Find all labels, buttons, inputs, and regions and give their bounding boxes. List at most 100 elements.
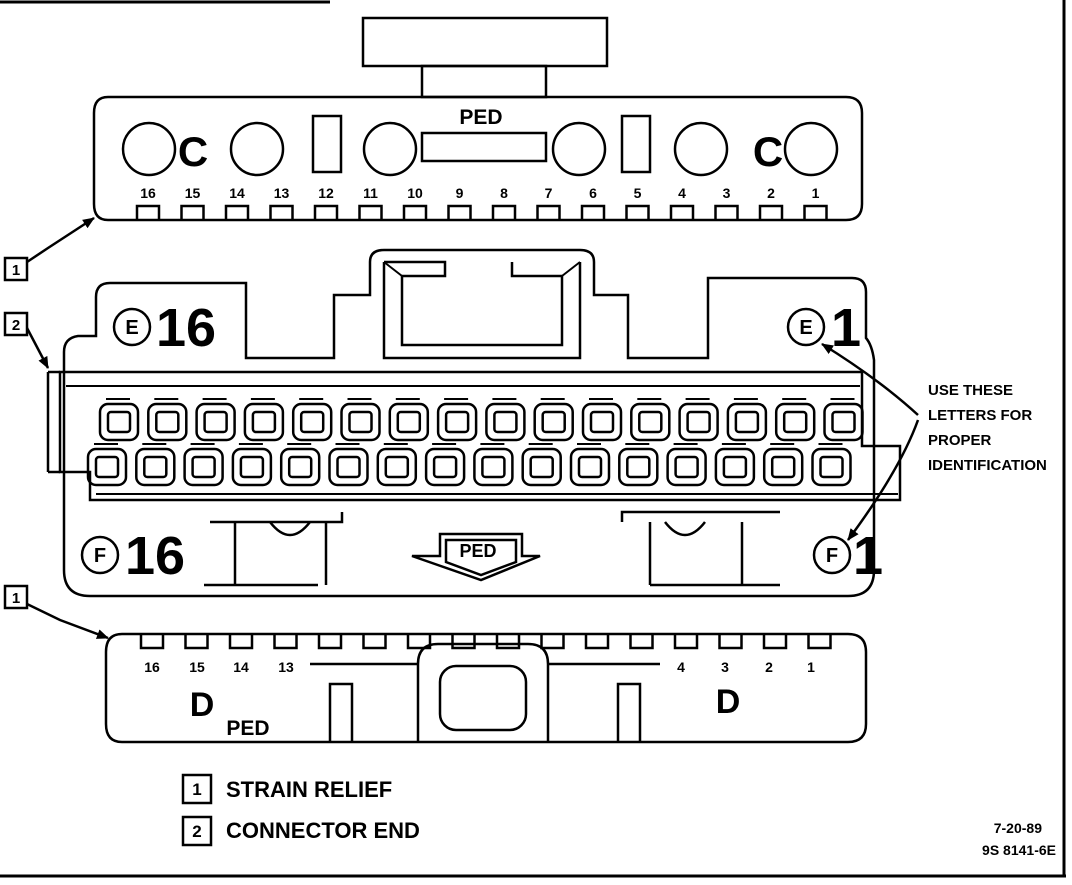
top-c-right-label: C [753, 128, 783, 175]
bottom-pin-number: 2 [765, 659, 773, 675]
cavity-row-f-cavity [762, 443, 804, 487]
bottom-tooth [273, 634, 298, 650]
cavity-row-e-cavity [533, 398, 574, 442]
cavity-row-e-cavity [823, 398, 864, 442]
identification-note: USE THESE LETTERS FOR PROPER IDENTIFICAT… [821, 342, 1047, 541]
top-strain-relief-body [92, 95, 864, 222]
top-tooth [269, 204, 294, 220]
cavity-row-f-cavity [473, 443, 514, 487]
legend-item-strain-relief: 1 STRAIN RELIEF [181, 773, 392, 805]
top-hole-1 [121, 121, 177, 177]
top-tooth [358, 204, 383, 220]
cavity-row-f-cavity [811, 443, 852, 487]
top-tooth [580, 204, 606, 220]
f-right-letter: F [826, 545, 838, 567]
bottom-tooth [629, 634, 654, 650]
cavity-row-f-cavity [618, 443, 659, 487]
terminal-cavities [86, 398, 864, 487]
cavity-row-f-cavity [424, 443, 466, 487]
stamp-code: 9S 8141-6E [982, 842, 1056, 858]
bottom-tooth [807, 634, 832, 650]
top-pin-number: 1 [812, 185, 820, 201]
top-pin-number: 4 [678, 185, 686, 201]
top-ped-slot [420, 131, 548, 163]
bottom-strain-relief-teeth [139, 634, 832, 650]
top-tooth [180, 204, 205, 220]
cavity-row-e-cavity [485, 398, 526, 442]
cavity-row-e-cavity [774, 398, 816, 442]
cavity-row-e-cavity [340, 398, 381, 442]
e-right-letter: E [799, 317, 812, 339]
e-right-number: 1 [831, 298, 861, 358]
connector-end-outline [62, 248, 876, 598]
cavity-row-e-cavity [436, 398, 478, 442]
ped-arrow-label: PED [459, 541, 496, 561]
bottom-tooth [540, 634, 565, 650]
top-tooth [536, 204, 561, 220]
callout-bottom: 1 [3, 584, 109, 640]
top-tooth [714, 204, 739, 220]
cavity-row-e-cavity [581, 398, 623, 442]
bottom-pin-number: 14 [233, 659, 249, 675]
bottom-tooth [495, 634, 521, 650]
cavity-row-e-cavity [98, 398, 140, 442]
legend-item-connector-end: 2 CONNECTOR END [181, 815, 420, 847]
connector-side-rail [58, 370, 902, 502]
bottom-tooth [184, 634, 209, 650]
bottom-tooth [673, 634, 699, 650]
top-pin-number: 10 [407, 185, 423, 201]
cavity-row-e-cavity [630, 398, 671, 442]
bottom-tooth [139, 634, 165, 650]
top-hole-4 [551, 121, 607, 177]
legend-2-number: 2 [192, 822, 201, 841]
top-tooth [313, 204, 339, 220]
bottom-pin-number: 13 [278, 659, 294, 675]
top-c-left-label: C [178, 128, 208, 175]
bottom-pin-number: 4 [677, 659, 685, 675]
bottom-tooth [362, 634, 387, 650]
note-line-4: IDENTIFICATION [928, 457, 1047, 474]
f-left-number: 16 [125, 526, 185, 586]
cavity-row-f-cavity [569, 443, 611, 487]
e-left-circle [112, 307, 152, 347]
top-tooth [625, 204, 650, 220]
legend-1-text: STRAIN RELIEF [226, 777, 392, 802]
bottom-tooth [762, 634, 788, 650]
cavity-row-e-cavity [243, 398, 285, 442]
note-line-2: LETTERS FOR [928, 407, 1032, 424]
top-ped-label: PED [459, 106, 502, 129]
top-hole-2 [229, 121, 285, 177]
top-tooth [669, 204, 695, 220]
bottom-tooth [451, 634, 476, 650]
top-strain-relief-teeth [135, 204, 828, 220]
top-pin-number: 6 [589, 185, 597, 201]
cavity-row-f-cavity [86, 443, 128, 487]
connector-latch [382, 260, 582, 360]
cavity-row-f-cavity [183, 443, 224, 487]
top-pin-number: 2 [767, 185, 775, 201]
note-line-3: PROPER [928, 432, 992, 449]
bottom-tooth [584, 634, 610, 650]
connector-bottom-channels [204, 510, 780, 587]
callout-top-number: 1 [12, 262, 20, 279]
e1-identifier: E 1 [786, 298, 861, 358]
top-pin-number: 8 [500, 185, 508, 201]
bottom-tooth [228, 634, 254, 650]
bottom-pin-number: 15 [189, 659, 205, 675]
top-tooth [135, 204, 161, 220]
top-slot-1 [311, 114, 343, 174]
e-right-circle [786, 307, 826, 347]
top-tooth [447, 204, 472, 220]
f-right-circle [812, 535, 852, 575]
bottom-tooth [718, 634, 743, 650]
stamp-date: 7-20-89 [994, 820, 1042, 836]
top-tab-neck [420, 64, 548, 99]
note-arrow-e [821, 342, 919, 416]
note-line-1: USE THESE [928, 382, 1013, 399]
top-hole-3 [362, 121, 418, 177]
cavity-row-e-cavity [388, 398, 430, 442]
legend-1-number: 1 [192, 780, 201, 799]
